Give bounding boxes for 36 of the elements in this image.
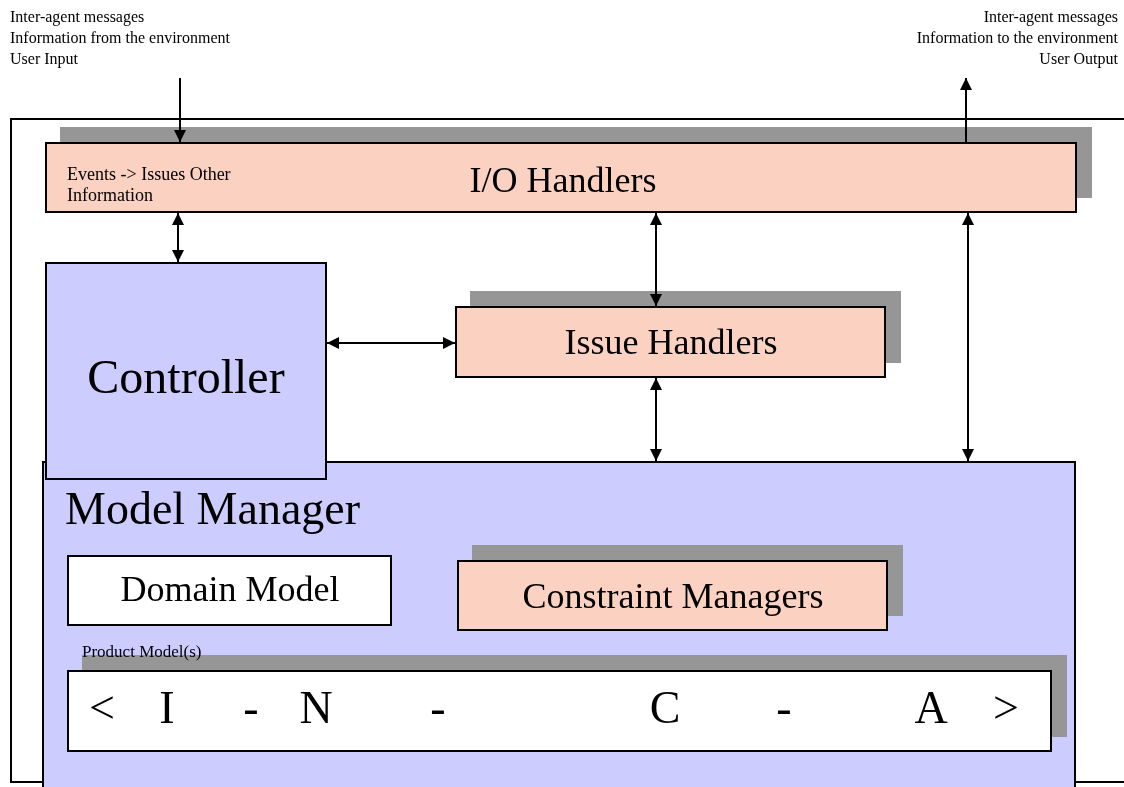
box-title: Model Manager (65, 483, 361, 536)
flow-label: Inter-agent messages (10, 8, 145, 27)
flow-label: Information from the environment (10, 29, 230, 48)
model-box (67, 555, 392, 626)
model-letter: I (159, 682, 175, 735)
component-box (45, 262, 327, 480)
arrow (172, 212, 184, 263)
model-letter: N (299, 682, 333, 735)
arrow (174, 77, 186, 143)
model-letter: A (914, 682, 948, 735)
box-title: I/O Handlers (469, 160, 657, 202)
model-letter: C (649, 682, 681, 735)
flow-label: Inter-agent messages (983, 8, 1118, 27)
component-box (42, 461, 1076, 787)
model-symbol: > (993, 682, 1019, 735)
box-title: Domain Model (120, 569, 340, 611)
box-note: Events -> Issues Other Information (67, 164, 232, 206)
arrow (962, 212, 974, 462)
process-box (457, 560, 888, 631)
arrow (650, 377, 662, 462)
box-title: Controller (87, 349, 285, 405)
model-separator: - (776, 682, 792, 735)
model-separator: - (243, 682, 259, 735)
box-title: Issue Handlers (564, 322, 778, 364)
process-box (455, 306, 886, 378)
flow-label: User Input (10, 50, 78, 69)
model-separator: - (430, 682, 446, 735)
flow-label: User Output (1039, 50, 1118, 69)
process-box (45, 142, 1077, 213)
flow-label: Information to the environment (916, 29, 1118, 48)
arrow (326, 337, 456, 349)
box-title: Constraint Managers (522, 576, 824, 618)
box-heading: Product Model(s) (82, 642, 202, 662)
arrow (650, 212, 662, 307)
model-symbol: < (89, 682, 115, 735)
arrow (960, 77, 972, 143)
